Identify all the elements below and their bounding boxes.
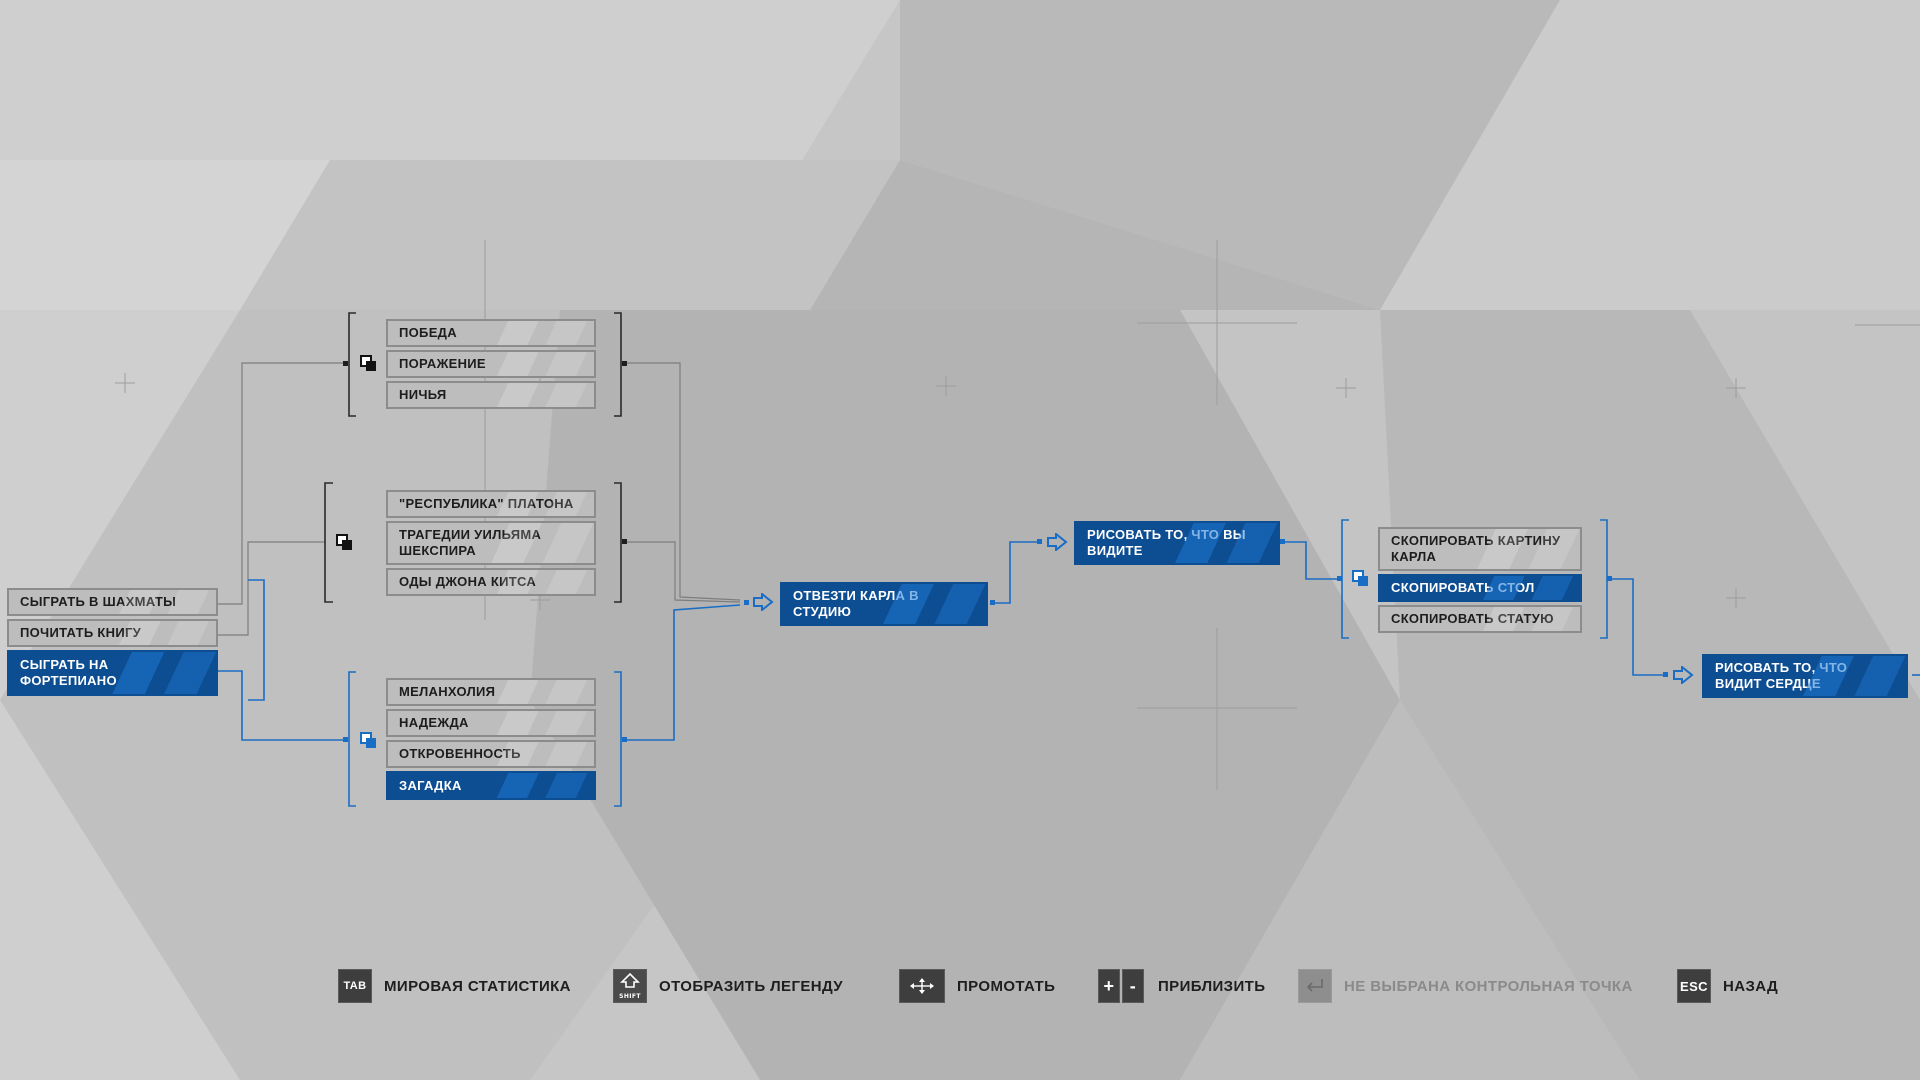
shift-key-text: SHIFT [619, 993, 641, 1000]
book-shakespeare[interactable]: ТРАГЕДИИ УИЛЬЯМА ШЕКСПИРА [386, 521, 596, 565]
choice-label: "РЕСПУБЛИКА" ПЛАТОНА [399, 496, 574, 511]
choice-label: СКОПИРОВАТЬ СТАТУЮ [1391, 611, 1554, 626]
branch-icon [1352, 570, 1368, 586]
esc-key: Esc [1677, 969, 1711, 1003]
node-draw-what-you-see[interactable]: РИСОВАТЬ ТО, ЧТО ВЫ ВИДИТЕ [1074, 521, 1280, 565]
choice-label: ОТКРОВЕННОСТЬ [399, 746, 521, 761]
choice-play-chess[interactable]: СЫГРАТЬ В ШАХМАТЫ [7, 588, 218, 616]
tab-key: TAB [338, 969, 372, 1003]
choice-label: РИСОВАТЬ ТО, ЧТО ВЫ ВИДИТЕ [1087, 527, 1246, 558]
hint-label: ОТОБРАЗИТЬ ЛЕГЕНДУ [659, 977, 843, 995]
choice-label: ПОЧИТАТЬ КНИГУ [20, 625, 142, 640]
choice-label: ПОРАЖЕНИЕ [399, 356, 486, 371]
shift-key-icon: SHIFT [613, 969, 647, 1003]
choice-label: ОДЫ ДЖОНА КИТСА [399, 574, 537, 589]
choice-label: СЫГРАТЬ В ШАХМАТЫ [20, 594, 177, 609]
node-take-carl-to-studio[interactable]: ОТВЕЗТИ КАРЛА В СТУДИЮ [780, 582, 988, 626]
copy-table[interactable]: СКОПИРОВАТЬ СТОЛ [1378, 574, 1582, 602]
copy-statue[interactable]: СКОПИРОВАТЬ СТАТУЮ [1378, 605, 1582, 633]
choice-label: СКОПИРОВАТЬ СТОЛ [1391, 580, 1535, 595]
choice-play-piano[interactable]: СЫГРАТЬ НА ФОРТЕПИАНО [7, 650, 218, 696]
choice-read-book[interactable]: ПОЧИТАТЬ КНИГУ [7, 619, 218, 647]
choice-label: ПОБЕДА [399, 325, 457, 340]
piano-candor[interactable]: ОТКРОВЕННОСТЬ [386, 740, 596, 768]
choice-label: СКОПИРОВАТЬ КАРТИНУ КАРЛА [1391, 533, 1561, 564]
choice-label: НАДЕЖДА [399, 715, 469, 730]
choice-label: ОТВЕЗТИ КАРЛА В СТУДИЮ [793, 588, 919, 619]
outcome-defeat[interactable]: ПОРАЖЕНИЕ [386, 350, 596, 378]
hint-label: ПРОМОТАТЬ [957, 977, 1056, 995]
shift-arrow-icon: SHIFT [619, 972, 641, 1000]
hint-label: НАЗАД [1723, 977, 1779, 995]
hint-show-legend[interactable]: SHIFT ОТОБРАЗИТЬ ЛЕГЕНДУ [613, 968, 843, 1004]
piano-mystery[interactable]: ЗАГАДКА [386, 771, 596, 800]
piano-hope[interactable]: НАДЕЖДА [386, 709, 596, 737]
choice-label: ТРАГЕДИИ УИЛЬЯМА ШЕКСПИРА [399, 527, 542, 558]
outcome-draw[interactable]: НИЧЬЯ [386, 381, 596, 409]
choice-label: МЕЛАНХОЛИЯ [399, 684, 496, 699]
plus-key: + [1098, 969, 1120, 1003]
choice-label: СЫГРАТЬ НА ФОРТЕПИАНО [20, 657, 117, 688]
hint-world-stats[interactable]: TAB МИРОВАЯ СТАТИСТИКА [338, 968, 571, 1004]
copy-carl-painting[interactable]: СКОПИРОВАТЬ КАРТИНУ КАРЛА [1378, 527, 1582, 571]
hint-back[interactable]: Esc НАЗАД [1677, 968, 1778, 1004]
arrow-in-icon [753, 593, 774, 611]
branch-icon [360, 732, 376, 748]
choice-label: РИСОВАТЬ ТО, ЧТО ВИДИТ СЕРДЦЕ [1715, 660, 1848, 691]
outcome-victory[interactable]: ПОБЕДА [386, 319, 596, 347]
node-draw-what-heart-sees[interactable]: РИСОВАТЬ ТО, ЧТО ВИДИТ СЕРДЦЕ [1702, 654, 1908, 698]
book-keats[interactable]: ОДЫ ДЖОНА КИТСА [386, 568, 596, 596]
hint-checkpoint: НЕ ВЫБРАНА КОНТРОЛЬНАЯ ТОЧКА [1298, 968, 1633, 1004]
book-republic[interactable]: "РЕСПУБЛИКА" ПЛАТОНА [386, 490, 596, 518]
choice-label: ЗАГАДКА [399, 777, 462, 793]
hint-label: НЕ ВЫБРАНА КОНТРОЛЬНАЯ ТОЧКА [1344, 977, 1633, 995]
move-arrows-icon [899, 969, 945, 1003]
branch-icon [336, 534, 352, 550]
hint-label: ПРИБЛИЗИТЬ [1158, 977, 1266, 995]
hint-scroll[interactable]: ПРОМОТАТЬ [899, 968, 1055, 1004]
arrow-in-icon [1047, 533, 1068, 551]
enter-icon [1298, 969, 1332, 1003]
zoom-keys: + - [1098, 969, 1146, 1003]
arrow-in-icon [1673, 666, 1694, 684]
piano-melancholy[interactable]: МЕЛАНХОЛИЯ [386, 678, 596, 706]
choice-label: НИЧЬЯ [399, 387, 447, 402]
hint-label: МИРОВАЯ СТАТИСТИКА [384, 977, 571, 995]
hint-zoom[interactable]: + - ПРИБЛИЗИТЬ [1098, 968, 1265, 1004]
minus-key: - [1122, 969, 1144, 1003]
branch-icon [360, 355, 376, 371]
